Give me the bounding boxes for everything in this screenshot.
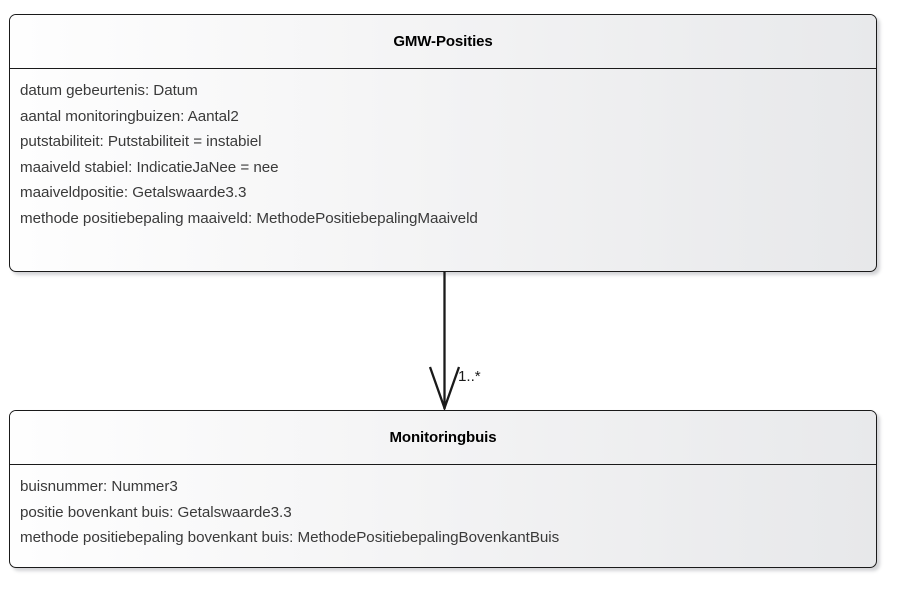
attribute-row: buisnummer: Nummer3 <box>20 478 178 495</box>
class-name-gmw-posities: GMW-Posities <box>393 33 493 50</box>
class-box-gmw-posities[interactable]: GMW-Posities datum gebeurtenis: Datum aa… <box>9 14 877 272</box>
attribute-row: datum gebeurtenis: Datum <box>20 82 198 99</box>
class-header-gmw-posities: GMW-Posities <box>10 15 876 69</box>
attribute-row: positie bovenkant buis: Getalswaarde3.3 <box>20 503 292 521</box>
attribute-row: maaiveld stabiel: IndicatieJaNee = nee <box>20 158 279 176</box>
attribute-row: methode positiebepaling maaiveld: Method… <box>20 209 478 227</box>
attribute-row: putstabiliteit: Putstabiliteit = instabi… <box>20 133 262 150</box>
attribute-row: methode positiebepaling bovenkant buis: … <box>20 529 560 546</box>
class-attributes-gmw-posities: datum gebeurtenis: Datum aantal monitori… <box>10 69 876 239</box>
association-arrowhead-icon <box>428 366 461 412</box>
attribute-row: maaiveldpositie: Getalswaarde3.3 <box>20 184 247 201</box>
association-multiplicity-label: 1..* <box>458 368 481 385</box>
class-box-monitoringbuis[interactable]: Monitoringbuis buisnummer: Nummer3 posit… <box>9 410 877 568</box>
class-name-monitoringbuis: Monitoringbuis <box>389 429 497 446</box>
attribute-row: aantal monitoringbuizen: Aantal2 <box>20 107 239 125</box>
class-attributes-monitoringbuis: buisnummer: Nummer3 positie bovenkant bu… <box>10 465 876 559</box>
class-header-monitoringbuis: Monitoringbuis <box>10 411 876 465</box>
